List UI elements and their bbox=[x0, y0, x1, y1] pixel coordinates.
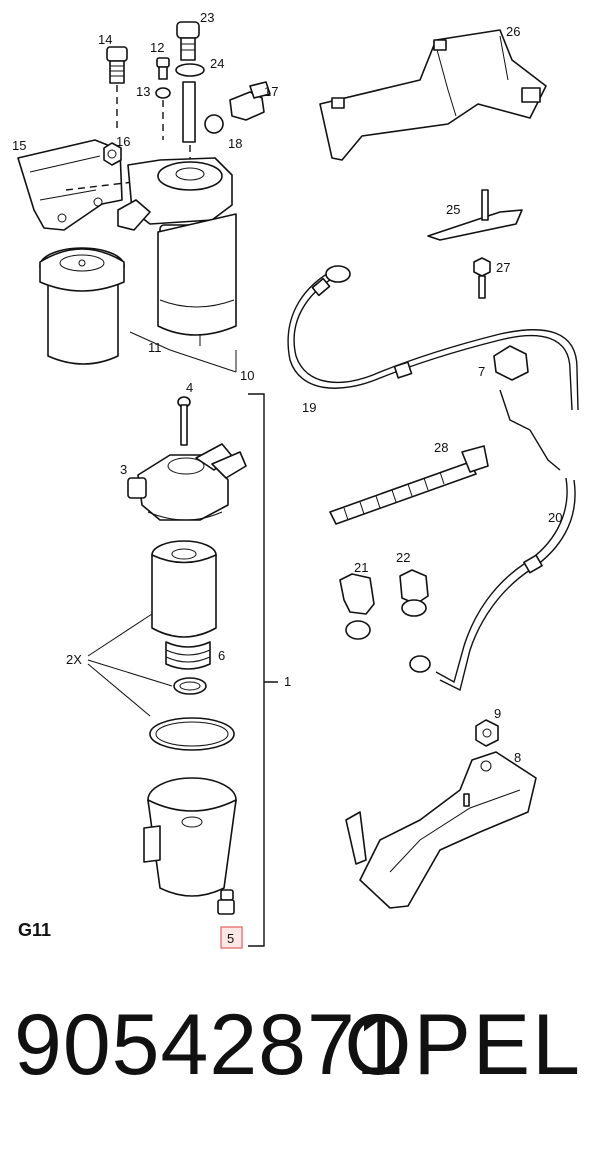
part-fuel-pipe bbox=[182, 81, 196, 143]
part-26-bracket bbox=[319, 29, 547, 161]
callout-8: 8 bbox=[514, 750, 521, 765]
part-12-screw bbox=[156, 57, 170, 80]
callout-2x: 2X bbox=[66, 652, 82, 667]
part-17-connector bbox=[229, 81, 271, 121]
part-13-washer bbox=[155, 87, 171, 99]
callout-15: 15 bbox=[12, 138, 26, 153]
callout-26: 26 bbox=[506, 24, 520, 39]
part-9-nut bbox=[475, 719, 499, 747]
exploded-parts-diagram: 23 14 12 24 13 17 15 16 18 11 10 4 3 2X … bbox=[12, 10, 579, 949]
callout-4: 4 bbox=[186, 380, 193, 395]
callout-7: 7 bbox=[478, 364, 485, 379]
callout-25: 25 bbox=[446, 202, 460, 217]
callout-6: 6 bbox=[218, 648, 225, 663]
callout-5: 5 bbox=[227, 931, 234, 946]
part-16-nut bbox=[103, 142, 122, 166]
callout-23: 23 bbox=[200, 10, 214, 25]
part-21-clip bbox=[339, 573, 375, 640]
callout-3: 3 bbox=[120, 462, 127, 477]
callout-28: 28 bbox=[434, 440, 448, 455]
part-10-filter-assembly bbox=[117, 157, 237, 346]
callout-14: 14 bbox=[98, 32, 112, 47]
callout-27: 27 bbox=[496, 260, 510, 275]
callout-19: 19 bbox=[302, 400, 316, 415]
part-2-filter-cartridge bbox=[151, 540, 217, 638]
callout-18: 18 bbox=[228, 136, 242, 151]
part-22-clip bbox=[399, 569, 429, 617]
part-20-fuel-hose bbox=[409, 389, 576, 692]
part-24-washer bbox=[175, 63, 205, 77]
part-bowl bbox=[143, 777, 237, 897]
part-number: 90542871 bbox=[14, 997, 405, 1093]
part-7-clip bbox=[493, 345, 529, 381]
callout-21: 21 bbox=[354, 560, 368, 575]
brand-name: OPEL bbox=[344, 997, 582, 1093]
part-15-bracket bbox=[17, 139, 123, 231]
callout-11: 11 bbox=[148, 340, 162, 355]
callout-13: 13 bbox=[136, 84, 150, 99]
callout-9: 9 bbox=[494, 706, 501, 721]
callout-1: 1 bbox=[284, 674, 291, 689]
part-14-bolt bbox=[106, 46, 128, 84]
highlight-box bbox=[220, 926, 243, 949]
callout-22: 22 bbox=[396, 550, 410, 565]
group-code: G11 bbox=[18, 920, 51, 940]
callout-16: 16 bbox=[116, 134, 130, 149]
part-23-banjo-bolt bbox=[176, 21, 200, 61]
callout-17: 17 bbox=[264, 84, 278, 99]
part-4-bolt bbox=[177, 396, 191, 446]
part-19-fuel-hose bbox=[287, 265, 579, 411]
footer: 90542871 OPEL bbox=[0, 990, 600, 1100]
part-27-stud bbox=[473, 257, 491, 299]
callout-20: 20 bbox=[548, 510, 562, 525]
part-11-filter-element bbox=[39, 247, 125, 365]
callout-24: 24 bbox=[210, 56, 224, 71]
part-6-spring bbox=[165, 641, 211, 670]
part-5-drain-screw bbox=[217, 889, 235, 915]
part-28-cable-tie bbox=[329, 445, 489, 525]
callout-12: 12 bbox=[150, 40, 164, 55]
part-25-clip bbox=[427, 189, 523, 241]
part-8-bracket bbox=[345, 751, 537, 909]
part-3-filter-head bbox=[127, 443, 247, 521]
callout-10: 10 bbox=[240, 368, 254, 383]
part-2-o-ring-small bbox=[173, 677, 207, 695]
part-2-o-ring-large bbox=[149, 717, 235, 751]
part-18-washer bbox=[204, 114, 224, 134]
